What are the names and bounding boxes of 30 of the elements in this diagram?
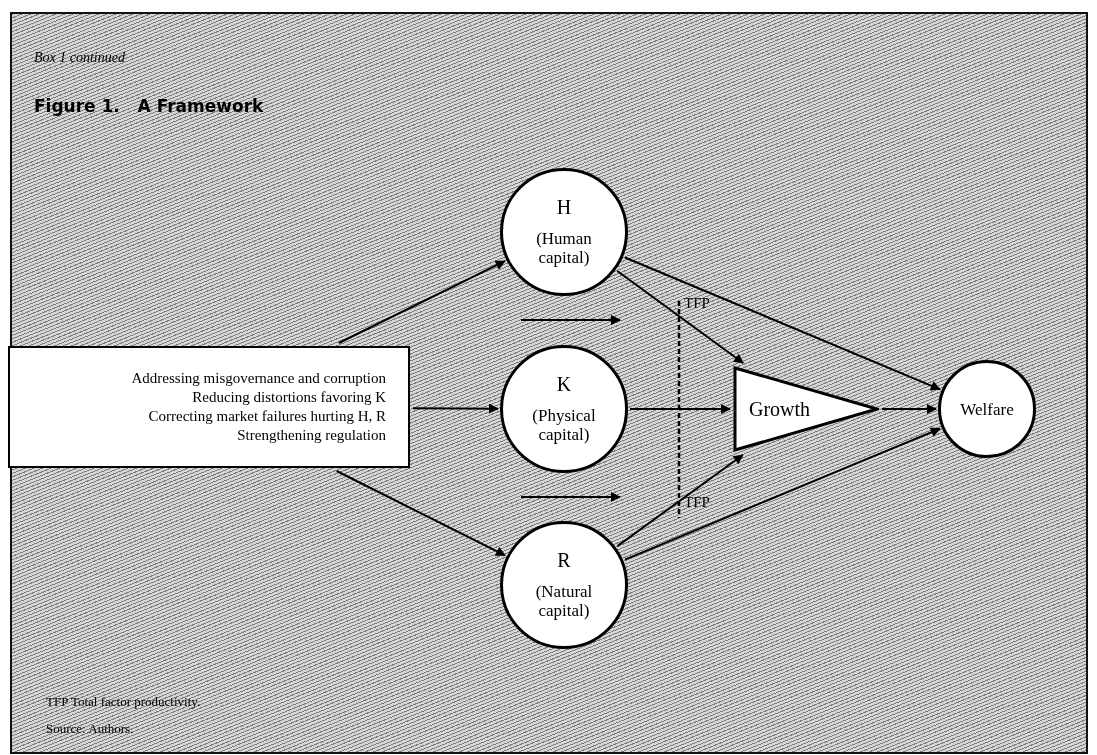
box-text-line: Reducing distortions favoring K: [192, 388, 386, 407]
node-title: H: [556, 197, 572, 217]
node-title: Growth: [749, 397, 811, 421]
node-subtitle: (Human capital): [535, 228, 593, 267]
node-title: R: [557, 550, 571, 570]
arrow: [623, 427, 941, 561]
footnote: TFP Total factor productivity.: [46, 694, 201, 710]
box-text-line: Correcting market failures hurting H, R: [148, 407, 386, 426]
figure-title: Figure 1. A Framework: [34, 96, 264, 116]
node-subtitle: (Natural capital): [534, 581, 594, 620]
arrow: [616, 454, 744, 548]
process-box: [8, 346, 410, 468]
arrow: [629, 404, 731, 414]
circle-node: [500, 345, 628, 473]
source-note: Source: Authors.: [46, 721, 134, 737]
circle-node: [500, 168, 628, 296]
tfp-label: TFP: [684, 295, 710, 312]
arrow: [623, 256, 941, 391]
node-subtitle: (Physical capital): [531, 405, 597, 444]
node-title: Welfare: [960, 399, 1014, 419]
circle-node: [500, 521, 628, 649]
circle-node: [938, 360, 1036, 458]
running-header: Box 1 continued: [34, 50, 125, 66]
tfp-label: TFP: [684, 494, 710, 511]
node-title: K: [556, 374, 572, 394]
arrow: [616, 269, 745, 364]
box-text-line: Strengthening regulation: [237, 426, 386, 445]
box-text-line: Addressing misgovernance and corruption: [131, 369, 386, 388]
arrow: [881, 404, 937, 414]
arrow: [412, 403, 499, 414]
